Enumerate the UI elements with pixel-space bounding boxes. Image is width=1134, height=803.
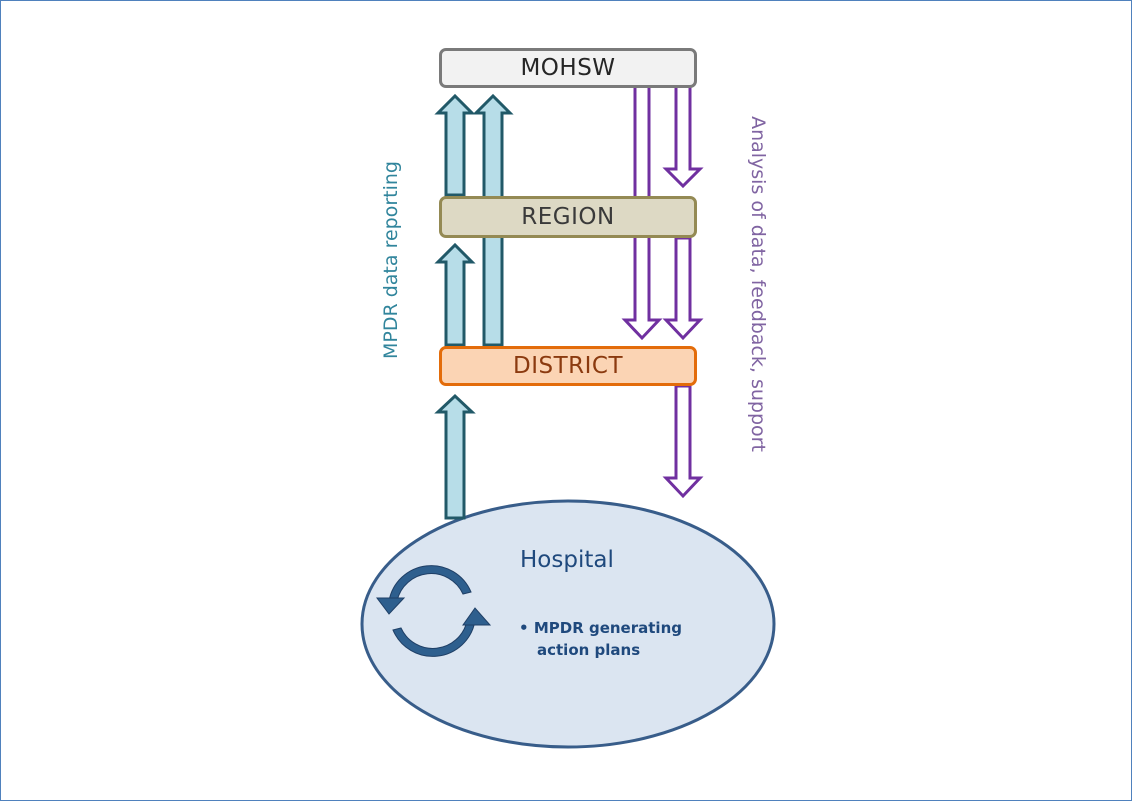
downward-flow-label: Analysis of data, feedback, support [747,116,769,452]
up-arrow-hospital-to-district [434,393,476,520]
down-arrow-mohsw-to-region [662,84,704,189]
bullet-line-2: action plans [537,641,641,659]
hospital-bullet: • MPDR generating action plans [519,617,709,661]
district-label: DISTRICT [512,353,623,379]
region-label: REGION [521,204,615,230]
hospital-ellipse [360,499,776,749]
bullet-line-1: MPDR generating [533,619,682,637]
region-box: REGION [439,196,697,238]
down-arrow-district-to-hospital [662,384,704,499]
mohsw-box: MOHSW [439,48,697,88]
up-arrow-region-to-mohsw [434,93,476,197]
mohsw-label: MOHSW [520,55,616,81]
refresh-cycle-icon [376,565,492,657]
bullet-marker: • [519,619,529,637]
down-arrow-region-to-district [662,236,704,341]
district-box: DISTRICT [439,346,697,386]
hospital-title: Hospital [520,547,614,573]
up-arrow-district-to-region [434,242,476,347]
upward-flow-label: MPDR data reporting [380,161,402,359]
